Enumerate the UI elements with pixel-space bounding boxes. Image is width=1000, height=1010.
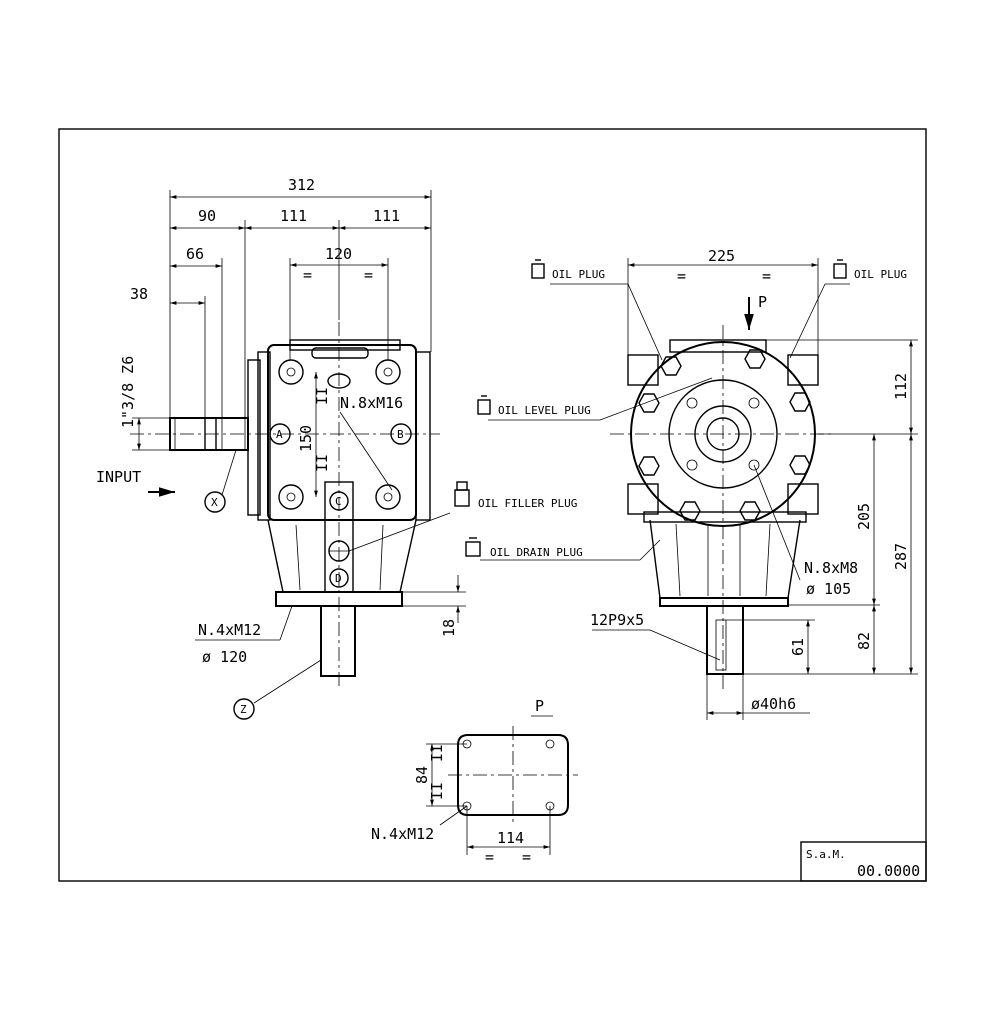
svg-text:D: D bbox=[335, 572, 342, 585]
side-dimensions bbox=[480, 258, 918, 720]
output-shaft bbox=[320, 605, 356, 677]
dim-shaft-spline: 1"3/8 Z6 bbox=[119, 356, 137, 428]
dim-center-to-flange: 205 bbox=[855, 503, 873, 530]
oil-drain-plug: OIL DRAIN PLUG bbox=[465, 537, 583, 559]
marker-x: X bbox=[204, 491, 226, 513]
front-view bbox=[130, 322, 440, 690]
dim-shaft-66: 66 bbox=[186, 245, 204, 263]
dim-shaft-38: 38 bbox=[130, 285, 148, 303]
title-company: S.a.M. bbox=[806, 848, 846, 861]
parallel-mark: II bbox=[313, 454, 331, 472]
label-flange-diameter: ø 120 bbox=[202, 648, 247, 666]
dim-p-height: 84 bbox=[413, 766, 431, 784]
svg-text:X: X bbox=[211, 496, 218, 509]
svg-text:Z: Z bbox=[240, 703, 247, 716]
dim-bolt-spacing-vertical: 150 bbox=[297, 425, 315, 452]
oil-plug-left: OIL PLUG bbox=[531, 259, 605, 281]
marker-d: D bbox=[329, 568, 349, 588]
parallel-mark: II bbox=[428, 782, 446, 800]
svg-text:OIL PLUG: OIL PLUG bbox=[552, 268, 605, 281]
label-keyway: 12P9x5 bbox=[590, 611, 644, 629]
eq-mark: = bbox=[677, 267, 686, 285]
side-output-shaft bbox=[706, 605, 744, 675]
dim-total-height: 287 bbox=[892, 543, 910, 570]
parallel-mark: II bbox=[428, 744, 446, 762]
oil-level-plug: OIL LEVEL PLUG bbox=[477, 395, 591, 417]
label-shaft-diameter: ø40h6 bbox=[751, 695, 796, 713]
marker-z: Z bbox=[233, 698, 255, 720]
svg-text:B: B bbox=[397, 428, 404, 441]
label-p-bolts: N.4xM12 bbox=[371, 825, 434, 843]
dim-shaft-length: 82 bbox=[855, 632, 873, 650]
side-view bbox=[610, 325, 835, 690]
dim-half-right: 111 bbox=[373, 207, 400, 225]
svg-text:OIL DRAIN PLUG: OIL DRAIN PLUG bbox=[490, 546, 583, 559]
title-block: S.a.M. 00.0000 bbox=[800, 841, 927, 882]
svg-text:OIL FILLER PLUG: OIL FILLER PLUG bbox=[478, 497, 577, 510]
dim-bolt-spacing-top: 120 bbox=[325, 245, 352, 263]
dim-half-left: 111 bbox=[280, 207, 307, 225]
title-number: 00.0000 bbox=[857, 862, 920, 880]
oil-plug-right: OIL PLUG bbox=[833, 259, 907, 281]
label-view-p: P bbox=[758, 293, 767, 311]
label-flange-bolts: N.4xM12 bbox=[198, 621, 261, 639]
svg-text:C: C bbox=[335, 495, 342, 508]
eq-mark: = bbox=[364, 266, 373, 284]
dim-overall-width: 312 bbox=[288, 176, 315, 194]
view-p-detail bbox=[426, 715, 578, 855]
label-bolts-front: N.8xM16 bbox=[340, 394, 403, 412]
dim-flange-thickness: 18 bbox=[440, 619, 458, 637]
dim-side-width: 225 bbox=[708, 247, 735, 265]
dim-top-height: 112 bbox=[892, 373, 910, 400]
eq-mark: = bbox=[522, 848, 531, 866]
parallel-mark: II bbox=[313, 387, 331, 405]
eq-mark: = bbox=[303, 266, 312, 284]
label-side-bolts: N.8xM8 bbox=[804, 559, 858, 577]
marker-c: C bbox=[329, 491, 349, 511]
dim-p-width: 114 bbox=[497, 829, 524, 847]
svg-text:A: A bbox=[276, 428, 283, 441]
dim-shaft-to-body: 90 bbox=[198, 207, 216, 225]
label-side-bolt-circle: ø 105 bbox=[806, 580, 851, 598]
eq-mark: = bbox=[762, 267, 771, 285]
marker-b: B bbox=[390, 423, 412, 445]
front-dimensions bbox=[132, 190, 466, 704]
sheet-border bbox=[58, 128, 927, 882]
svg-text:OIL PLUG: OIL PLUG bbox=[854, 268, 907, 281]
svg-text:OIL LEVEL PLUG: OIL LEVEL PLUG bbox=[498, 404, 591, 417]
label-input: INPUT bbox=[96, 468, 141, 486]
dim-key-length: 61 bbox=[789, 638, 807, 656]
oil-filler-plug: OIL FILLER PLUG bbox=[454, 481, 577, 510]
marker-a: A bbox=[269, 423, 291, 445]
eq-mark: = bbox=[485, 848, 494, 866]
label-view-p-detail: P bbox=[535, 697, 544, 715]
